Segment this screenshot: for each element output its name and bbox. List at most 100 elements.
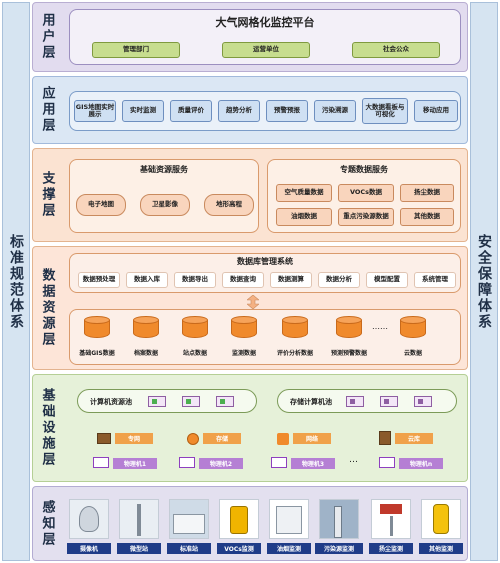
- server-icon: [414, 396, 432, 407]
- monitor-icon: [97, 433, 111, 444]
- database-panel: …… 基础GIS数据 档案数据 站点数据 监测数据 评价分析数据 预测预警数据 …: [69, 309, 461, 365]
- laptop-icon: [179, 457, 195, 468]
- device-tag-standard-station: 标准站: [167, 543, 211, 554]
- micro-station-image: [119, 499, 159, 539]
- db-label-archive: 档案数据: [133, 350, 158, 357]
- topic-data-title: 专题数据服务: [340, 165, 388, 174]
- storage-pool-label: 存储计算机池: [290, 398, 332, 406]
- machines-ellipsis: …: [349, 455, 358, 465]
- camera-device-image: [69, 499, 109, 539]
- app-item-realtime: 实时监测: [122, 100, 164, 122]
- server-icon: [148, 396, 166, 407]
- database-ellipsis: ……: [372, 322, 388, 331]
- data-resource-layer: 数据资源层 数据库管理系统 数据预处理 数据入库 数据导出 数据查询 数据测算 …: [32, 246, 468, 370]
- double-arrow-icon: [247, 295, 259, 309]
- db-label-station: 站点数据: [182, 350, 207, 357]
- device-tag-dust: 扬尘监测: [369, 543, 413, 554]
- topic-item-other: 其他数据: [400, 208, 454, 226]
- other-monitor-image: [421, 499, 461, 539]
- sensing-layer: 感知层 摄像机 微型站 标准站 VOCs监测 油烟监测 污染源监测 扬尘监测 其…: [32, 486, 468, 561]
- standards-system-label: 标准规范体系: [8, 233, 24, 330]
- user-item-public: 社会公众: [352, 42, 440, 58]
- device-tag-other: 其他监测: [419, 543, 463, 554]
- infrastructure-layer: 基础设施层 计算机资源池 存储计算机池 专网 存储 网络 云库 物理机1 物理机…: [32, 374, 468, 482]
- dbms-item-export: 数据导出: [174, 272, 216, 288]
- net-tag-private: 专网: [115, 433, 153, 444]
- security-system-bar: 安全保障体系: [470, 2, 498, 561]
- vocs-monitor-image: [219, 499, 259, 539]
- dbms-title: 数据库管理系统: [237, 257, 293, 266]
- database-cylinder-icon: [400, 316, 426, 340]
- laptop-icon: [271, 457, 287, 468]
- storage-pool-panel: 存储计算机池: [277, 389, 457, 413]
- base-resource-title: 基础资源服务: [140, 165, 188, 174]
- dbms-item-query: 数据查询: [222, 272, 264, 288]
- db-label-forecast: 预测预警数据: [330, 350, 367, 357]
- database-cylinder-icon: [336, 316, 362, 340]
- base-item-satellite: 卫星影像: [140, 194, 190, 216]
- db-label-evaluation: 评价分析数据: [276, 350, 313, 357]
- compute-pool-panel: 计算机资源池: [77, 389, 257, 413]
- db-label-cloud: 云数据: [403, 350, 422, 357]
- data-resource-layer-name: 数据资源层: [39, 268, 55, 348]
- dbms-item-measure: 数据测算: [270, 272, 312, 288]
- dbms-item-analysis: 数据分析: [318, 272, 360, 288]
- device-tag-camera: 摄像机: [67, 543, 111, 554]
- pollution-source-image: [319, 499, 359, 539]
- net-tag-storage: 存储: [203, 433, 241, 444]
- database-cylinder-icon: [133, 316, 159, 340]
- app-item-bigdata: 大数据看板与可视化: [362, 98, 408, 124]
- standard-station-image: [169, 499, 209, 539]
- server-icon: [346, 396, 364, 407]
- user-layer: 用户层 大气网格化监控平台 管理部门 运营单位 社会公众: [32, 2, 468, 72]
- laptop-icon: [93, 457, 109, 468]
- base-item-map: 电子地图: [76, 194, 126, 216]
- net-tag-cloud: 云库: [395, 433, 433, 444]
- net-tag-network: 网络: [293, 433, 331, 444]
- base-item-terrain: 地形高程: [204, 194, 254, 216]
- fume-monitor-image: [269, 499, 309, 539]
- device-tag-fume: 油烟监测: [267, 543, 311, 554]
- application-layer-panel: GIS地图实时展示 实时监测 质量评价 趋势分析 预警预报 污染溯源 大数据看板…: [69, 91, 461, 131]
- standards-system-bar: 标准规范体系: [2, 2, 30, 561]
- sensing-layer-name: 感知层: [39, 499, 55, 548]
- application-layer-name: 应用层: [39, 86, 55, 134]
- app-item-warning: 预警预报: [266, 100, 308, 122]
- app-item-mobile: 移动应用: [414, 100, 458, 122]
- dbms-item-admin: 系统管理: [414, 272, 456, 288]
- dbms-panel: 数据库管理系统 数据预处理 数据入库 数据导出 数据查询 数据测算 数据分析 模…: [69, 253, 461, 293]
- db-label-gis: 基础GIS数据: [79, 350, 115, 357]
- security-system-label: 安全保障体系: [476, 233, 492, 330]
- rss-icon: [277, 433, 289, 445]
- topic-item-vocs: VOCs数据: [338, 184, 394, 202]
- dbms-item-preprocess: 数据预处理: [78, 272, 120, 288]
- storage-disk-icon: [187, 433, 199, 445]
- database-cylinder-icon: [84, 316, 110, 340]
- machine-tag-3: 物理机3: [291, 458, 335, 469]
- machine-tag-1: 物理机1: [113, 458, 157, 469]
- compute-pool-label: 计算机资源池: [90, 398, 132, 406]
- dbms-item-model: 模型配置: [366, 272, 408, 288]
- dust-monitor-image: [371, 499, 411, 539]
- dbms-item-import: 数据入库: [126, 272, 168, 288]
- database-cylinder-icon: [231, 316, 257, 340]
- app-item-gis: GIS地图实时展示: [74, 100, 116, 122]
- laptop-icon: [379, 457, 395, 468]
- database-cylinder-icon: [182, 316, 208, 340]
- topic-item-air: 空气质量数据: [276, 184, 332, 202]
- platform-title: 大气网格化监控平台: [215, 16, 315, 29]
- user-item-management: 管理部门: [92, 42, 180, 58]
- cloud-server-icon: [379, 431, 391, 445]
- app-item-tracing: 污染溯源: [314, 100, 356, 122]
- user-layer-panel: 大气网格化监控平台 管理部门 运营单位 社会公众: [69, 9, 461, 65]
- base-resource-panel: 基础资源服务 电子地图 卫星影像 地形高程: [69, 159, 259, 233]
- support-layer: 支撑层 基础资源服务 电子地图 卫星影像 地形高程 专题数据服务 空气质量数据 …: [32, 148, 468, 242]
- topic-item-fume: 油烟数据: [276, 208, 332, 226]
- infrastructure-layer-name: 基础设施层: [39, 388, 55, 468]
- database-cylinder-icon: [282, 316, 308, 340]
- app-item-trend: 趋势分析: [218, 100, 260, 122]
- server-icon: [182, 396, 200, 407]
- topic-item-dust: 扬尘数据: [400, 184, 454, 202]
- db-label-monitor: 监测数据: [231, 350, 256, 357]
- machine-tag-n: 物理机n: [399, 458, 443, 469]
